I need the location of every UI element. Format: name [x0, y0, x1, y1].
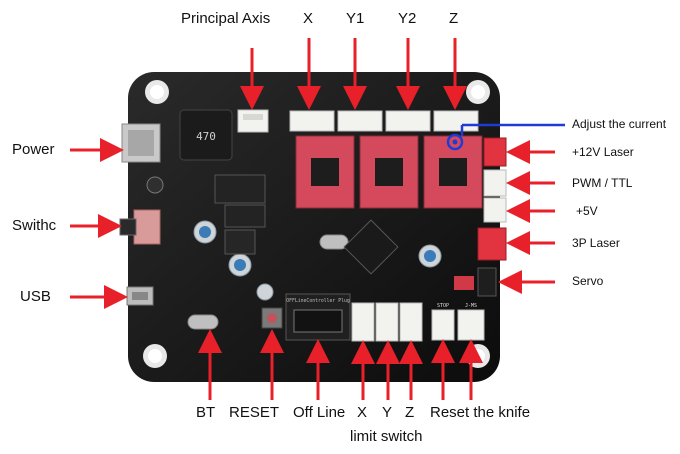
- label-limit-z: Z: [405, 404, 415, 421]
- label-usb: USB: [20, 288, 51, 305]
- label-switch: Swithc: [12, 217, 57, 234]
- laser-3p-connector: [477, 227, 507, 261]
- svg-text:OFFLineController Plug: OFFLineController Plug: [286, 298, 350, 304]
- offline-header: OFFLineController Plug: [285, 293, 351, 341]
- axis-connectors: [289, 110, 479, 132]
- svg-text:470: 470: [196, 130, 216, 143]
- label-y1-axis: Y1: [346, 10, 365, 27]
- label-reset: RESET: [229, 404, 280, 421]
- current-adjust-marker: [446, 123, 565, 151]
- label-adjust-current: Adjust the current: [572, 117, 667, 131]
- label-reset-knife: Reset the knife: [430, 404, 531, 421]
- label-bt: BT: [196, 404, 216, 421]
- svg-text:STOP: STOP: [437, 303, 449, 309]
- svg-text:J-MS: J-MS: [465, 303, 477, 309]
- label-principal-axis: Principal Axis: [181, 10, 271, 27]
- label-limit-y: Y: [382, 404, 393, 421]
- label-servo: Servo: [572, 274, 604, 288]
- label-off-line: Off Line: [293, 404, 346, 421]
- stepper-drivers: [295, 135, 483, 209]
- label-limit-x: X: [357, 404, 368, 421]
- label-3p-laser: 3P Laser: [572, 236, 620, 250]
- principal-axis-connector: [237, 109, 269, 133]
- label-y2-axis: Y2: [398, 10, 417, 27]
- label-x-axis: X: [303, 10, 314, 27]
- power-switch: [119, 209, 161, 245]
- label-limit-switch: limit switch: [350, 428, 423, 445]
- pwm-ttl-connector: [483, 169, 507, 197]
- inductor: 470: [179, 109, 233, 161]
- label-12v-laser: +12V Laser: [572, 145, 634, 159]
- v5-connector: [483, 197, 507, 223]
- label-pwm-ttl: PWM / TTL: [572, 176, 633, 190]
- laser-12v-connector: [483, 137, 507, 167]
- microcontroller: [343, 219, 399, 275]
- label-z-axis: Z: [449, 10, 459, 27]
- label-5v: +5V: [576, 204, 598, 218]
- label-power: Power: [12, 141, 55, 158]
- limit-switch-connectors: STOP J-MS: [351, 302, 485, 342]
- servo-pins: [454, 267, 497, 297]
